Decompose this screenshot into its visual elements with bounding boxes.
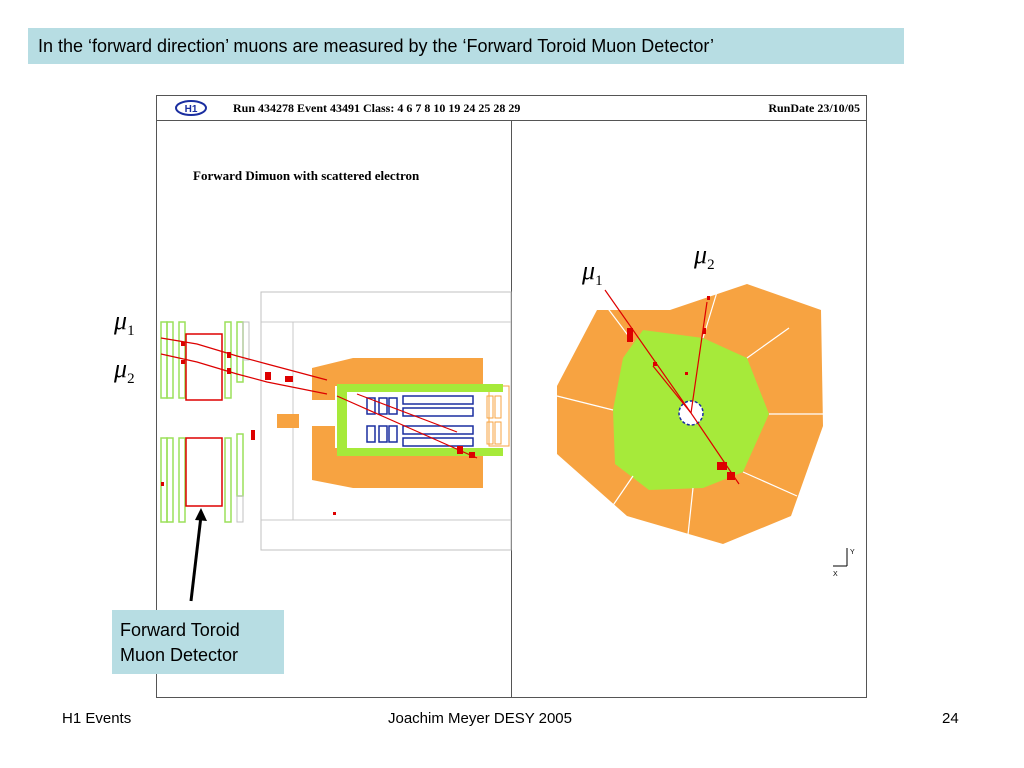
mu2-label-right: μ2 <box>694 240 715 274</box>
end-view-hits <box>627 296 735 480</box>
h1-logo: H1 <box>175 100 207 120</box>
axis-y-label: Y <box>850 549 855 556</box>
mu1-label-left: μ1 <box>114 306 135 340</box>
callout-line-1: Forward Toroid <box>120 620 240 640</box>
muon-tracks-side <box>160 337 478 459</box>
end-view: Y X <box>556 284 855 578</box>
forward-toroid-callout: Forward Toroid Muon Detector <box>112 610 284 674</box>
page-number: 24 <box>942 710 959 727</box>
arrow-head-icon <box>195 508 207 521</box>
axis-x-label: X <box>833 571 838 578</box>
event-header: H1 Run 434278 Event 43491 Class: 4 6 7 8… <box>157 96 866 121</box>
callout-line-2: Muon Detector <box>120 645 239 665</box>
mu1-label-right: μ1 <box>582 256 603 290</box>
slide-title: In the ‘forward direction’ muons are mea… <box>28 28 904 64</box>
tracking-chambers <box>366 395 474 447</box>
run-info: Run 434278 Event 43491 Class: 4 6 7 8 10… <box>233 101 521 115</box>
detector-drawing: Y X <box>160 284 855 602</box>
track-hits <box>161 342 475 515</box>
calorimeter <box>277 358 510 488</box>
event-display: H1 Run 434278 Event 43491 Class: 4 6 7 8… <box>156 95 867 698</box>
detector-outline <box>260 291 512 551</box>
side-view <box>160 291 512 602</box>
axes-icon <box>833 548 848 567</box>
segment-lines <box>556 291 823 545</box>
callout-arrow <box>189 515 203 602</box>
mu2-label-left: μ2 <box>114 354 135 388</box>
footer-left: H1 Events <box>62 710 132 727</box>
toroid-magnet-upper <box>185 333 223 401</box>
footer-center: Joachim Meyer DESY 2005 <box>388 710 572 727</box>
toroid-magnet-lower <box>185 437 223 507</box>
side-view-title: Forward Dimuon with scattered electron <box>193 168 420 183</box>
central-tracker <box>337 384 503 456</box>
svg-text:H1: H1 <box>185 104 198 115</box>
run-date: RunDate 23/10/05 <box>768 101 860 115</box>
